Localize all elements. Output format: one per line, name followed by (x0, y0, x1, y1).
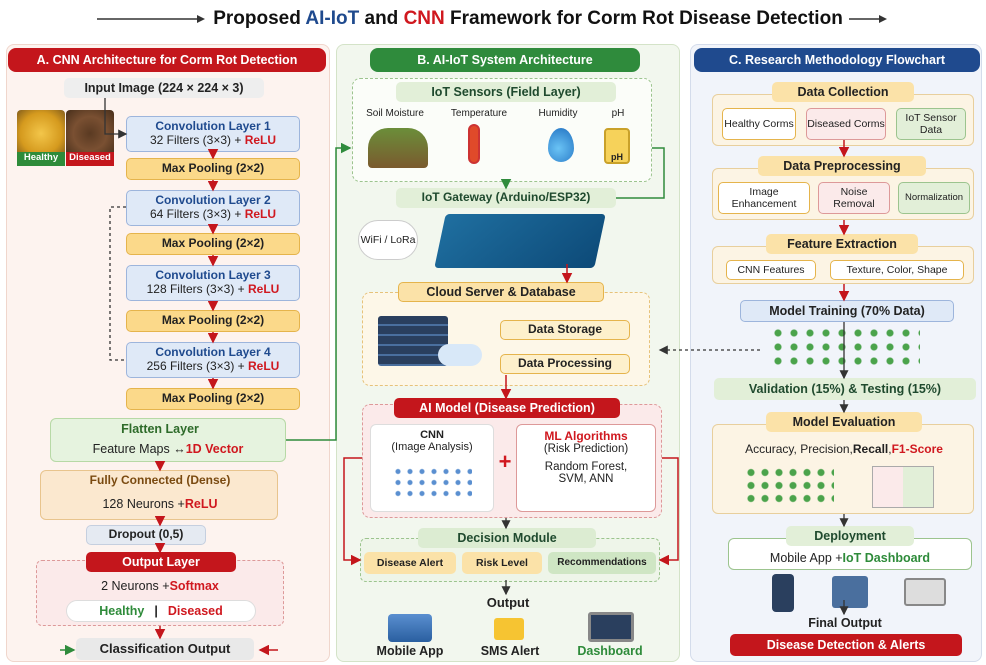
mobile-app-icon (388, 614, 432, 642)
data-processing-box: Data Processing (500, 354, 630, 374)
dropout-layer: Dropout (0,5) (86, 525, 206, 545)
final-output-desc: Disease Detection & Alerts (730, 634, 962, 656)
healthy-image-label: Healthy (17, 152, 65, 166)
max-pooling-3: Max Pooling (2×2) (126, 310, 300, 332)
sensor-label-ph: pH (611, 108, 625, 119)
output-mobile-app: Mobile App (376, 644, 444, 658)
output-layer-desc: 2 Neurons + Softmax (101, 578, 219, 593)
title-left-arrow-icon (97, 15, 206, 23)
input-image-label: Input Image (224 × 224 × 3) (64, 78, 264, 98)
sensor-label-soil: Soil Moisture (366, 108, 424, 119)
server-icon (378, 316, 448, 366)
extraction-cnn-features: CNN Features (726, 260, 816, 280)
max-pooling-4: Max Pooling (2×2) (126, 388, 300, 410)
dense-layer-desc: 128 Neurons + ReLU (102, 496, 218, 511)
ph-meter-icon: pH (604, 128, 630, 164)
panel-b-header: B. AI-IoT System Architecture (370, 48, 640, 72)
extraction-title: Feature Extraction (766, 234, 918, 254)
deploy-phone-icon (772, 574, 794, 612)
flatten-layer-title: Flatten Layer (121, 421, 199, 436)
collection-healthy: Healthy Corms (722, 108, 796, 140)
diseased-image-label: Diseased (66, 152, 114, 166)
iot-gateway-label: IoT Gateway (Arduino/ESP32) (396, 188, 616, 208)
collection-diseased: Diseased Corms (806, 108, 886, 140)
preprocessing-noise-removal: Noise Removal (818, 182, 890, 214)
deploy-server-icon (832, 576, 868, 608)
cloud-title: Cloud Server & Database (398, 282, 604, 302)
sensor-label-temperature: Temperature (450, 108, 508, 119)
output-dashboard: Dashboard (577, 644, 643, 658)
preprocessing-image-enhancement: Image Enhancement (718, 182, 810, 214)
max-pooling-2: Max Pooling (2×2) (126, 233, 300, 255)
preprocessing-normalization: Normalization (898, 182, 970, 214)
deployment-desc: Mobile App + IoT Dashboard (769, 550, 931, 565)
wifi-lora-bubble: WiFi / LoRa (358, 220, 418, 260)
max-pooling-1: Max Pooling (2×2) (126, 158, 300, 180)
panel-c-header: C. Research Methodology Flowchart (694, 48, 980, 72)
collection-title: Data Collection (772, 82, 914, 102)
sensors-title: IoT Sensors (Field Layer) (396, 82, 616, 102)
output-classes: Healthy|Diseased (66, 600, 256, 622)
deployment-title: Deployment (786, 526, 914, 546)
soil-moisture-icon (368, 128, 428, 168)
output-sms-alert: SMS Alert (480, 644, 540, 658)
plus-sign: + (498, 449, 512, 475)
cnn-network-icon (392, 466, 472, 500)
page-title: Proposed AI-IoT and CNN Framework for Co… (213, 8, 843, 29)
decision-title: Decision Module (418, 528, 596, 548)
dense-layer-title: Fully Connected (Dense) (89, 473, 231, 488)
evaluation-metrics: Accuracy, Precision, Recall, F1-Score (745, 442, 943, 457)
cloud-icon (438, 344, 482, 366)
output-layer-title: Output Layer (86, 552, 236, 572)
validation-testing: Validation (15%) & Testing (15%) (714, 378, 976, 400)
decision-disease-alert: Disease Alert (364, 552, 456, 574)
confusion-matrix-icon (872, 466, 934, 508)
deploy-laptop-icon (904, 578, 946, 606)
ai-model-title: AI Model (Disease Prediction) (394, 398, 620, 418)
evaluation-network-icon (744, 466, 834, 506)
decision-risk-level: Risk Level (462, 552, 542, 574)
flatten-group (50, 418, 286, 462)
thermometer-icon (468, 124, 480, 164)
sms-alert-icon (494, 618, 524, 640)
title-right-arrow-icon (848, 15, 887, 23)
dense-group (40, 470, 278, 520)
extraction-texture: Texture, Color, Shape (830, 260, 964, 280)
data-storage-box: Data Storage (500, 320, 630, 340)
ml-box: ML Algorithms (Risk Prediction) Random F… (516, 424, 656, 512)
dashboard-icon (588, 612, 634, 642)
flatten-layer-desc: Feature Maps ↔ 1D Vector (92, 441, 244, 456)
sensor-label-humidity: Humidity (538, 108, 578, 119)
preprocessing-title: Data Preprocessing (758, 156, 926, 176)
panel-a-header: A. CNN Architecture for Corm Rot Detecti… (8, 48, 326, 72)
water-drop-icon (548, 128, 574, 162)
classification-output: Classification Output (76, 638, 254, 660)
collection-iot: IoT Sensor Data (896, 108, 966, 140)
output-title: Output (486, 594, 530, 610)
training-network-icon (770, 326, 920, 370)
decision-recommendations: Recommendations (548, 552, 656, 574)
final-output-title: Final Output (808, 615, 882, 630)
model-training: Model Training (70% Data) (740, 300, 954, 322)
arduino-board-icon (434, 214, 606, 268)
title-bar: Proposed AI-IoT and CNN Framework for Co… (0, 4, 986, 34)
evaluation-title: Model Evaluation (766, 412, 922, 432)
